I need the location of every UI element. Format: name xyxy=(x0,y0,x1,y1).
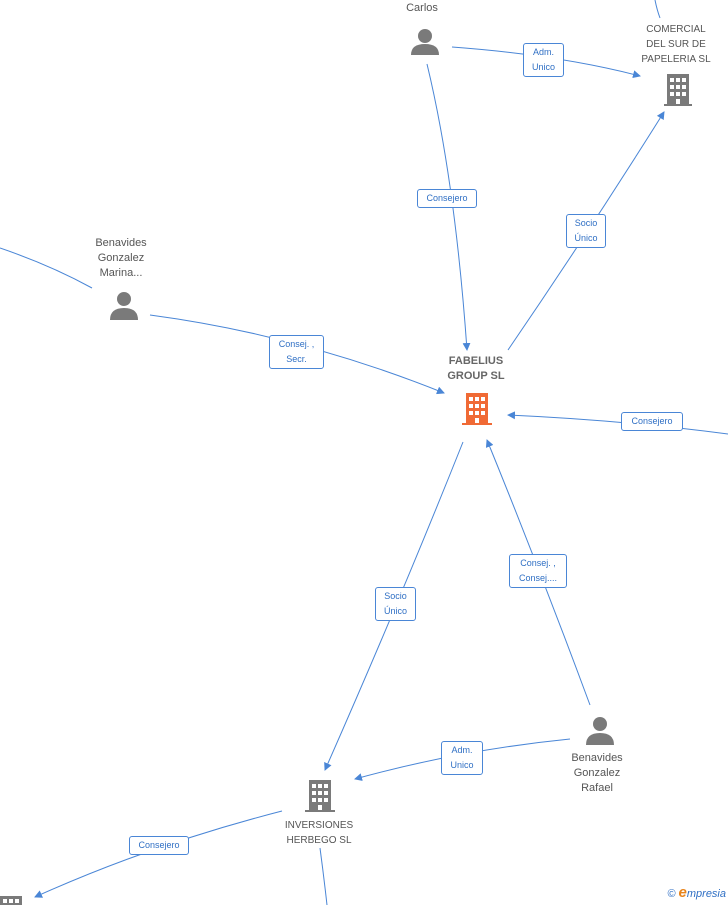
edge-marina-offscreen xyxy=(0,247,93,289)
node-label-fabelius[interactable]: FABELIUS GROUP SL xyxy=(447,355,505,382)
node-label-carlos[interactable]: Carlos xyxy=(406,2,438,14)
edge-label-rafael-fabelius[interactable]: Consej. , Consej.... xyxy=(509,554,567,588)
edge-label-carlos-fabelius[interactable]: Consejero xyxy=(417,189,477,208)
edge-label-inversiones-left[interactable]: Consejero xyxy=(129,836,189,855)
edge-label-fabelius-inversiones[interactable]: Socio Único xyxy=(375,587,416,621)
brand-name: mpresia xyxy=(686,888,726,900)
node-label-inversiones[interactable]: INVERSIONES HERBEGO SL xyxy=(284,820,354,846)
edge-comercial-top xyxy=(654,0,661,19)
person-icon xyxy=(110,292,138,320)
person-icon xyxy=(411,29,439,55)
brand-logo: © empresia xyxy=(667,884,726,901)
node-label-rafael[interactable]: Benavides Gonzalez Rafael xyxy=(571,752,623,794)
edge-label-marina-fabelius[interactable]: Consej. , Secr. xyxy=(269,335,324,369)
edge-right-fabelius xyxy=(507,411,728,435)
edge-label-rafael-inversiones[interactable]: Adm. Unico xyxy=(441,741,483,775)
edge-label-fabelius-comercial[interactable]: Socio Único xyxy=(566,214,606,248)
edge-inversiones-bottom xyxy=(319,847,328,905)
node-label-comercial[interactable]: COMERCIAL DEL SUR DE PAPELERIA SL xyxy=(641,24,711,65)
edge-label-carlos-comercial[interactable]: Adm. Unico xyxy=(523,43,564,77)
copyright-icon: © xyxy=(667,888,676,900)
person-icon xyxy=(586,717,614,745)
node-label-marina[interactable]: Benavides Gonzalez Marina... xyxy=(95,237,147,279)
brand-initial: e xyxy=(678,884,687,901)
edge-label-right-fabelius[interactable]: Consejero xyxy=(621,412,683,431)
